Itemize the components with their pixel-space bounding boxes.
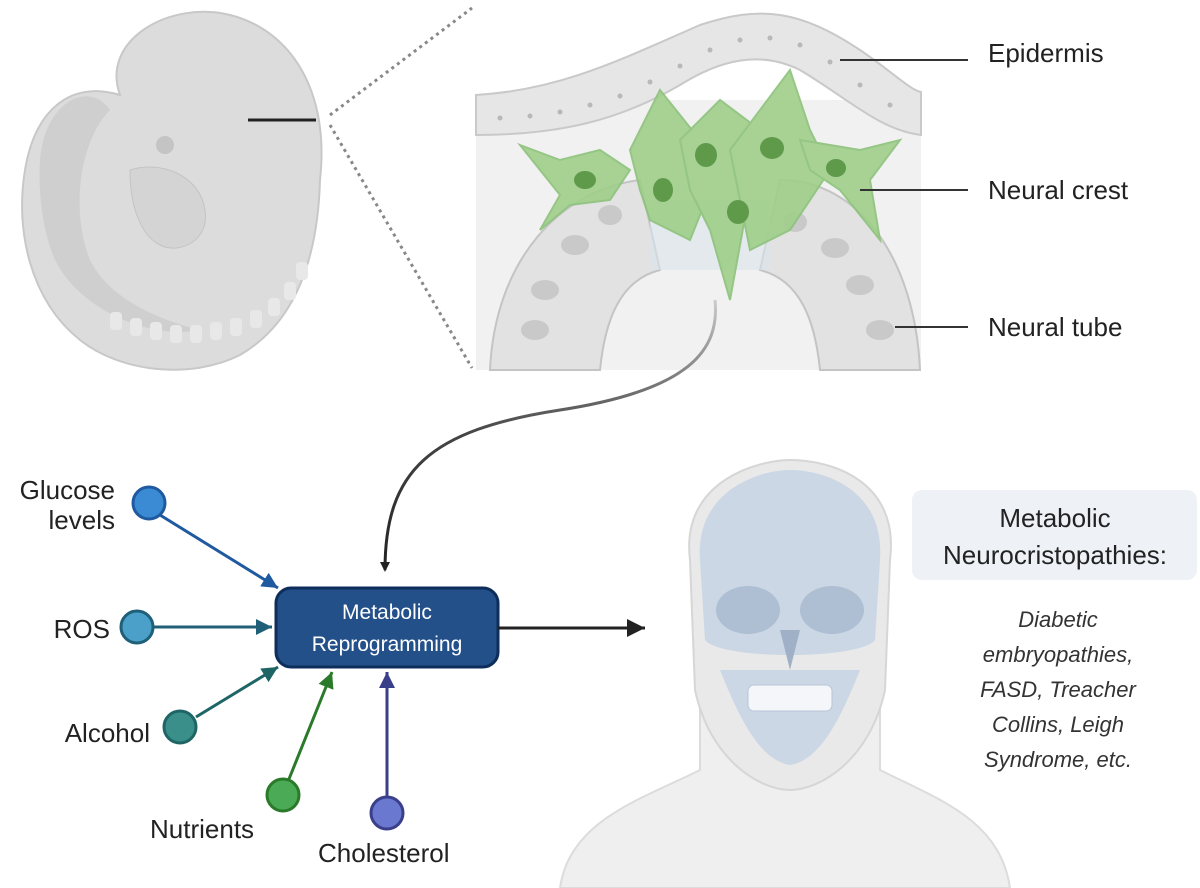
- outcome-example: Syndrome, etc.: [984, 747, 1132, 772]
- label-neural-crest: Neural crest: [988, 175, 1129, 205]
- outcome-example: Collins, Leigh: [992, 712, 1124, 737]
- label-ros: ROS: [54, 614, 110, 644]
- cholesterol-node: [369, 795, 405, 831]
- label-epidermis: Epidermis: [988, 38, 1104, 68]
- outcome-title-line-1: Metabolic: [999, 503, 1110, 533]
- label-nutrients: Nutrients: [150, 814, 254, 844]
- migration-arrow: [380, 299, 718, 572]
- label-neural-tube: Neural tube: [988, 312, 1122, 342]
- outcome-example: FASD, Treacher: [980, 677, 1137, 702]
- label-glucose-levels: levels: [49, 505, 115, 535]
- outcome-title-box: [912, 490, 1197, 580]
- factor-arrows: [154, 513, 395, 796]
- outcome-title-line-2: Neurocristopathies:: [943, 540, 1167, 570]
- alcohol-node: [162, 709, 198, 745]
- label-glucose: Glucose: [20, 475, 115, 505]
- label-alcohol: Alcohol: [65, 718, 150, 748]
- head-skull-illustration: [558, 458, 1012, 888]
- outcome-example: Diabetic: [1018, 607, 1097, 632]
- outcome-example: embryopathies,: [983, 642, 1133, 667]
- neural-tissue-illustration: [475, 12, 968, 371]
- zoom-dotted-lines: [328, 6, 474, 369]
- nutrients-node: [265, 777, 301, 813]
- box-line-2: Reprogramming: [312, 633, 463, 656]
- glucose-node: [131, 485, 167, 521]
- box-line-1: Metabolic: [342, 601, 432, 624]
- label-cholesterol: Cholesterol: [318, 838, 450, 868]
- ros-node: [119, 609, 155, 645]
- embryo-illustration: [21, 10, 323, 371]
